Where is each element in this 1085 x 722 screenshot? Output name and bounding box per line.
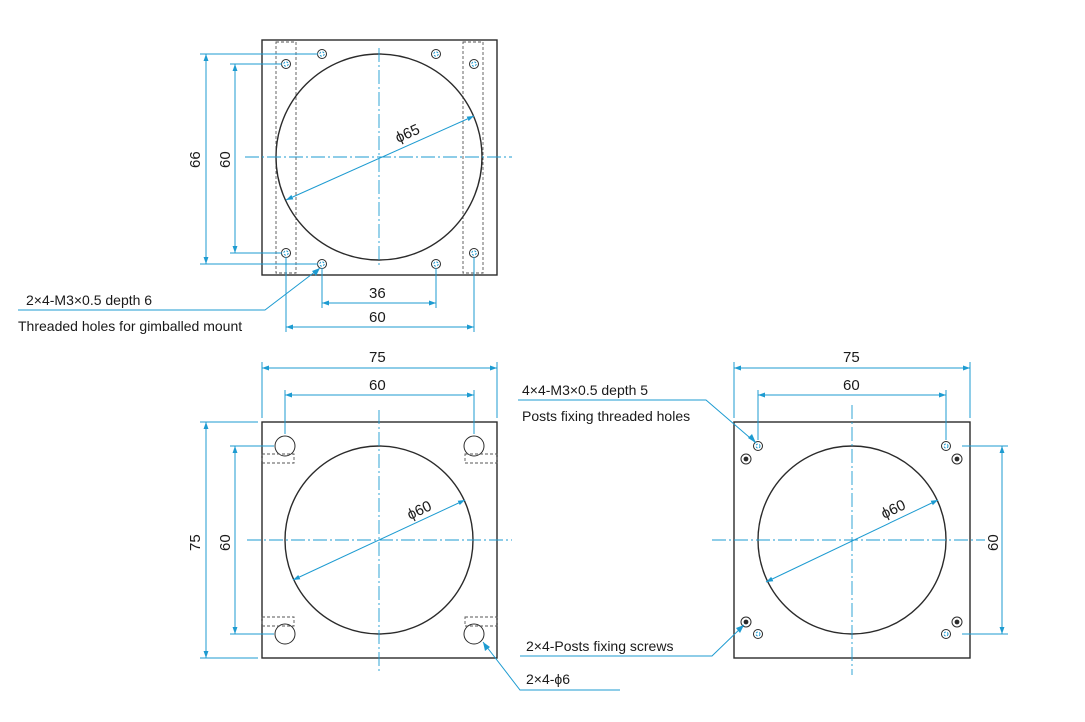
rear-dim-75h-label: 75	[843, 349, 860, 366]
top-view-diameter-line	[285, 115, 475, 201]
rear-view-diameter-line	[765, 499, 939, 583]
screw-slot-icon	[261, 616, 295, 627]
hole-icon	[283, 250, 289, 256]
hole-icon	[469, 248, 479, 258]
rear-dim-60v-label: 60	[985, 534, 1002, 551]
threaded-hole-icon	[941, 441, 951, 451]
dim-36-label: 36	[369, 285, 386, 302]
post-screw-core-icon	[743, 456, 749, 462]
top-view-note-line2: Threaded holes for gimballed mount	[18, 318, 242, 334]
through-hole-icon	[274, 623, 296, 645]
hole-icon	[281, 59, 291, 69]
threaded-hole-icon	[753, 441, 763, 451]
rear-view: ϕ60 75 60	[518, 349, 1008, 675]
threaded-hole-core-icon	[943, 631, 949, 637]
top-view-diameter-label: ϕ65	[393, 121, 423, 147]
hole-icon	[317, 49, 327, 59]
hole-icon	[431, 259, 441, 269]
front-dim-75v-label: 75	[187, 534, 204, 551]
top-view-outline	[261, 39, 498, 276]
post-screw-icon	[740, 453, 752, 465]
rear-view-screws-note-leader	[520, 624, 745, 657]
hole-icon	[431, 49, 441, 59]
post-screw-core-icon	[954, 619, 960, 625]
top-view-note-leader	[18, 267, 321, 311]
post-screw-icon	[740, 616, 752, 628]
rear-view-diameter-label: ϕ60	[879, 497, 909, 523]
screw-slot-icon	[464, 453, 498, 464]
post-screw-icon	[951, 616, 963, 628]
threaded-hole-icon	[941, 629, 951, 639]
front-view-through-holes	[261, 435, 498, 645]
hole-icon	[433, 51, 439, 57]
screw-slot-icon	[261, 453, 295, 464]
hole-icon	[471, 61, 477, 67]
hole-icon	[471, 250, 477, 256]
hole-icon	[319, 261, 325, 267]
front-view: ϕ60 75 60 75 60	[187, 349, 620, 691]
front-dim-75h-label: 75	[369, 349, 386, 366]
hole-icon	[319, 51, 325, 57]
dim-60h-label: 60	[369, 309, 386, 326]
through-hole-icon	[463, 435, 485, 457]
screw-slot-icon	[464, 616, 498, 627]
front-view-diameter-label: ϕ60	[405, 498, 435, 524]
top-view-note-line1: 2×4-M3×0.5 depth 6	[26, 292, 152, 308]
rear-dim-60h-label: 60	[843, 377, 860, 394]
top-view-left-slot	[275, 41, 297, 274]
rear-view-posts-note-leader	[518, 399, 757, 444]
rear-view-post-holes	[740, 441, 963, 639]
dim-66-label: 66	[187, 151, 204, 168]
front-dim-60v-label: 60	[217, 534, 234, 551]
front-view-note-holes: 2×4-ϕ6	[526, 671, 570, 687]
hole-icon	[317, 259, 327, 269]
leader-arrow-icon	[312, 268, 320, 276]
hole-icon	[283, 61, 289, 67]
hole-icon	[433, 261, 439, 267]
post-screw-core-icon	[954, 456, 960, 462]
front-view-diameter-line	[292, 499, 466, 581]
dim-60v-label: 60	[217, 151, 234, 168]
post-screw-core-icon	[743, 619, 749, 625]
leader-arrow-icon	[483, 642, 490, 651]
threaded-hole-core-icon	[943, 443, 949, 449]
rear-view-note-screws: 2×4-Posts fixing screws	[526, 638, 673, 654]
leader-arrow-icon	[748, 434, 756, 443]
post-screw-icon	[951, 453, 963, 465]
leader-arrow-icon	[736, 625, 744, 633]
through-hole-icon	[274, 435, 296, 457]
rear-view-note-posts-line2: Posts fixing threaded holes	[522, 408, 690, 424]
rear-view-note-posts-line1: 4×4-M3×0.5 depth 5	[522, 382, 648, 398]
threaded-hole-core-icon	[755, 631, 761, 637]
threaded-hole-core-icon	[755, 443, 761, 449]
front-dim-60h-label: 60	[369, 377, 386, 394]
threaded-hole-icon	[753, 629, 763, 639]
top-view-right-slot	[462, 41, 484, 274]
front-view-note-leader	[482, 641, 620, 691]
hole-icon	[281, 248, 291, 258]
through-hole-icon	[463, 623, 485, 645]
top-view: ϕ65 66 60	[18, 39, 512, 334]
hole-icon	[469, 59, 479, 69]
